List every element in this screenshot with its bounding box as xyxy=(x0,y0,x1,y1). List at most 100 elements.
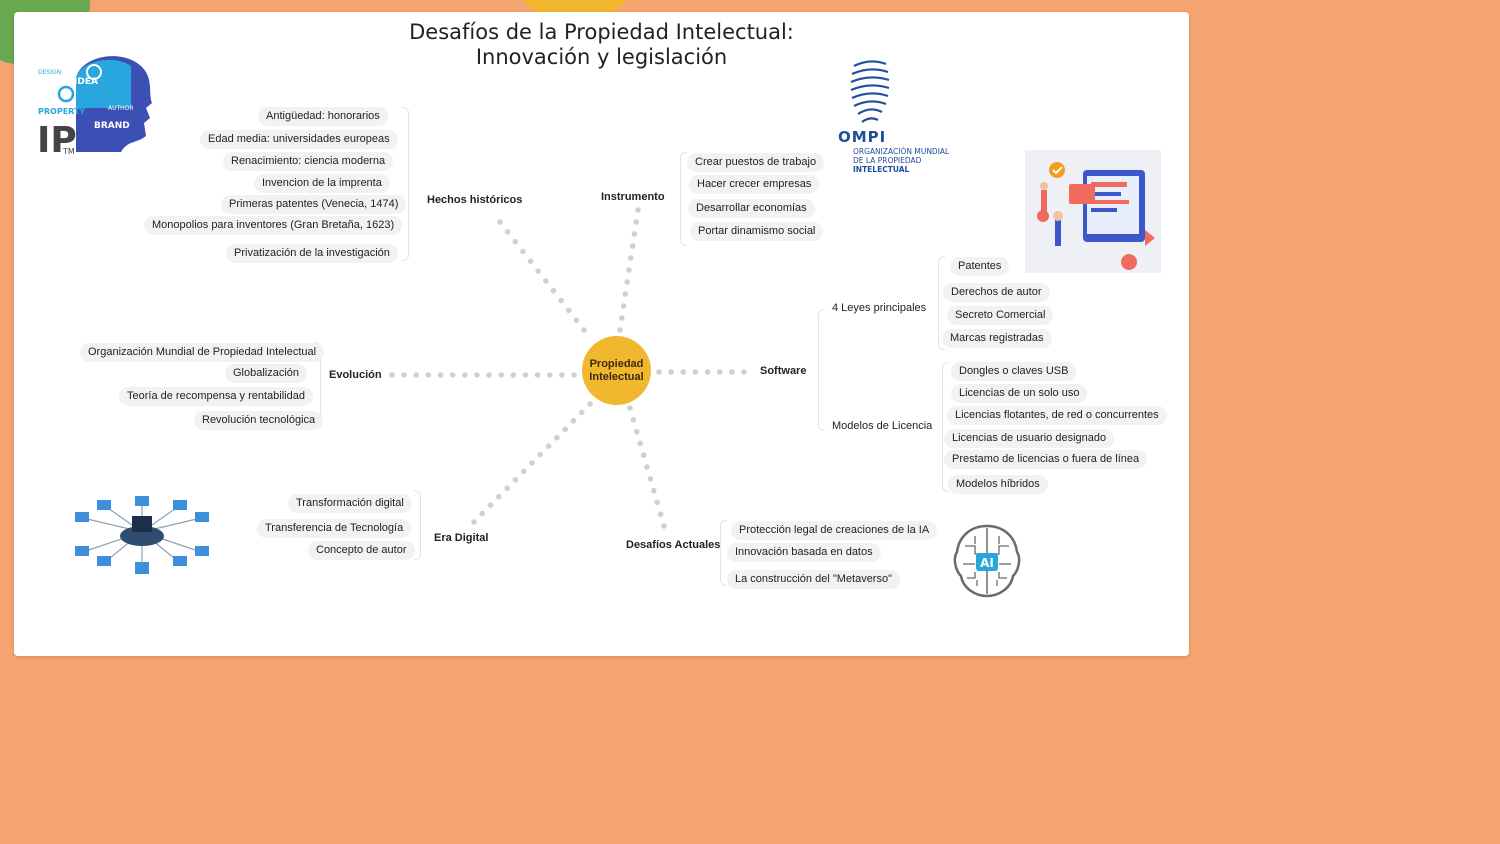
leyes-item[interactable]: Derechos de autor xyxy=(943,283,1050,302)
bracket-desafios xyxy=(720,520,727,586)
svg-text:INTELECTUAL: INTELECTUAL xyxy=(853,165,909,174)
connector-dot xyxy=(479,510,486,517)
instrumento-item[interactable]: Desarrollar economías xyxy=(688,199,815,218)
connector-dot xyxy=(644,464,650,470)
licencia-item[interactable]: Prestamo de licencias o fuera de línea xyxy=(944,450,1148,469)
ai-brain-icon: AI xyxy=(951,522,1023,600)
connector-dot xyxy=(624,279,630,285)
evolucion-item[interactable]: Organización Mundial de Propiedad Intele… xyxy=(80,343,325,362)
leyes-item[interactable]: Marcas registradas xyxy=(942,329,1052,348)
connector-dot xyxy=(462,372,468,378)
connector-dot xyxy=(527,258,534,265)
bracket-software xyxy=(818,309,825,431)
licencia-item[interactable]: Licencias de usuario designado xyxy=(944,429,1115,448)
connector-dot xyxy=(654,499,660,506)
svg-text:OMPI: OMPI xyxy=(838,128,886,146)
developer-illustration xyxy=(1025,150,1161,273)
connector-dot xyxy=(522,372,529,378)
connector-dot xyxy=(647,476,654,482)
connector-dot xyxy=(504,485,510,492)
connector-dot xyxy=(471,519,477,525)
connector-dot xyxy=(389,372,395,378)
leyes-item[interactable]: Secreto Comercial xyxy=(947,306,1054,325)
connector-dot xyxy=(534,372,541,378)
hechos-item[interactable]: Invencion de la imprenta xyxy=(254,174,390,193)
licencia-item[interactable]: Modelos híbridos xyxy=(948,475,1048,494)
connector-dot xyxy=(562,426,568,433)
svg-text:PROPERTY: PROPERTY xyxy=(38,107,85,116)
connector-dot xyxy=(637,440,643,447)
branch-hechos-historicos[interactable]: Hechos históricos xyxy=(427,194,523,206)
connector-dot xyxy=(620,303,627,309)
connector-dot xyxy=(617,327,623,333)
connector-dot xyxy=(512,238,519,245)
connector-dot xyxy=(401,372,407,378)
branch-desafios-actuales[interactable]: Desafíos Actuales xyxy=(626,539,721,551)
center-line-1: Propiedad xyxy=(589,357,644,370)
svg-text:DESIGN: DESIGN xyxy=(38,69,61,76)
licencia-item[interactable]: Licencias flotantes, de red o concurrent… xyxy=(947,406,1167,425)
svg-text:BRAND: BRAND xyxy=(94,121,130,131)
connector-dot xyxy=(578,409,585,416)
connector-dot xyxy=(640,452,647,459)
hechos-item[interactable]: Primeras patentes (Venecia, 1474) xyxy=(221,195,407,214)
branch-4-leyes[interactable]: 4 Leyes principales xyxy=(832,302,927,314)
desafios-item[interactable]: Protección legal de creaciones de la IA xyxy=(731,521,938,540)
connector-dot xyxy=(425,372,432,378)
branch-evolucion[interactable]: Evolución xyxy=(329,369,382,381)
hechos-item[interactable]: Edad media: universidades europeas xyxy=(200,130,398,149)
hechos-item[interactable]: Monopolios para inventores (Gran Bretaña… xyxy=(144,216,403,235)
branch-software[interactable]: Software xyxy=(760,365,807,377)
connector-dot xyxy=(626,267,632,273)
connector-dot xyxy=(545,443,552,449)
hechos-item[interactable]: Privatización de la investigación xyxy=(226,244,398,263)
hechos-item[interactable]: Antigüedad: honorarios xyxy=(258,107,388,126)
licencia-item[interactable]: Dongles o claves USB xyxy=(951,362,1077,381)
connector-dot xyxy=(619,315,625,321)
bracket-licencia xyxy=(942,362,949,492)
central-topic[interactable]: Propiedad Intelectual xyxy=(582,336,651,405)
ip-head-icon: DESIGN IDEA PROPERTY BRAND AUTHOR IP TM xyxy=(36,48,158,161)
connector-dot xyxy=(628,255,634,261)
evolucion-item[interactable]: Globalización xyxy=(225,364,308,383)
connector-dot xyxy=(537,451,544,458)
connector-dot xyxy=(627,405,633,411)
evolucion-item[interactable]: Teoría de recompensa y rentabilidad xyxy=(119,387,313,406)
instrumento-item[interactable]: Portar dinamismo social xyxy=(690,222,824,241)
bracket-hechos xyxy=(402,107,409,261)
svg-text:AI: AI xyxy=(980,556,994,570)
connector-dot xyxy=(546,372,553,378)
connector-evolucion xyxy=(389,372,577,378)
connector-dot xyxy=(573,317,580,323)
branch-era-digital[interactable]: Era Digital xyxy=(434,532,489,544)
evolucion-item[interactable]: Revolución tecnológica xyxy=(194,411,324,430)
instrumento-item[interactable]: Crear puestos de trabajo xyxy=(687,153,825,172)
connector-dot xyxy=(550,287,557,294)
instrumento-item[interactable]: Hacer crecer empresas xyxy=(689,175,820,194)
connector-dot xyxy=(558,297,564,304)
connector-dot xyxy=(630,417,637,423)
branch-instrumento[interactable]: Instrumento xyxy=(601,191,665,203)
connector-era xyxy=(471,401,593,525)
page-title: Desafíos de la Propiedad Intelectual: In… xyxy=(14,20,1189,70)
connector-dot xyxy=(413,372,420,378)
era-item[interactable]: Transformación digital xyxy=(288,494,412,513)
hechos-item[interactable]: Renacimiento: ciencia moderna xyxy=(223,152,394,171)
era-item[interactable]: Transferencia de Tecnología xyxy=(257,519,412,538)
connector-software xyxy=(656,369,747,375)
connector-dot xyxy=(498,372,505,378)
licencia-item[interactable]: Licencias de un solo uso xyxy=(951,384,1088,403)
connector-dot xyxy=(651,487,657,494)
connector-dot xyxy=(554,434,560,441)
branch-modelos-licencia[interactable]: Modelos de Licencia xyxy=(832,420,933,432)
connector-dot xyxy=(504,229,511,235)
desafios-item[interactable]: La construcción del "Metaverso" xyxy=(727,570,900,589)
connector-dot xyxy=(657,511,664,517)
svg-text:ORGANIZACIÓN MUNDIAL: ORGANIZACIÓN MUNDIAL xyxy=(853,147,950,156)
connector-dot xyxy=(520,248,526,255)
desafios-item[interactable]: Innovación basada en datos xyxy=(727,543,881,562)
connector-dot xyxy=(661,523,667,529)
era-item[interactable]: Concepto de autor xyxy=(308,541,415,560)
leyes-item[interactable]: Patentes xyxy=(950,257,1010,276)
bracket-instrumento xyxy=(680,152,687,246)
